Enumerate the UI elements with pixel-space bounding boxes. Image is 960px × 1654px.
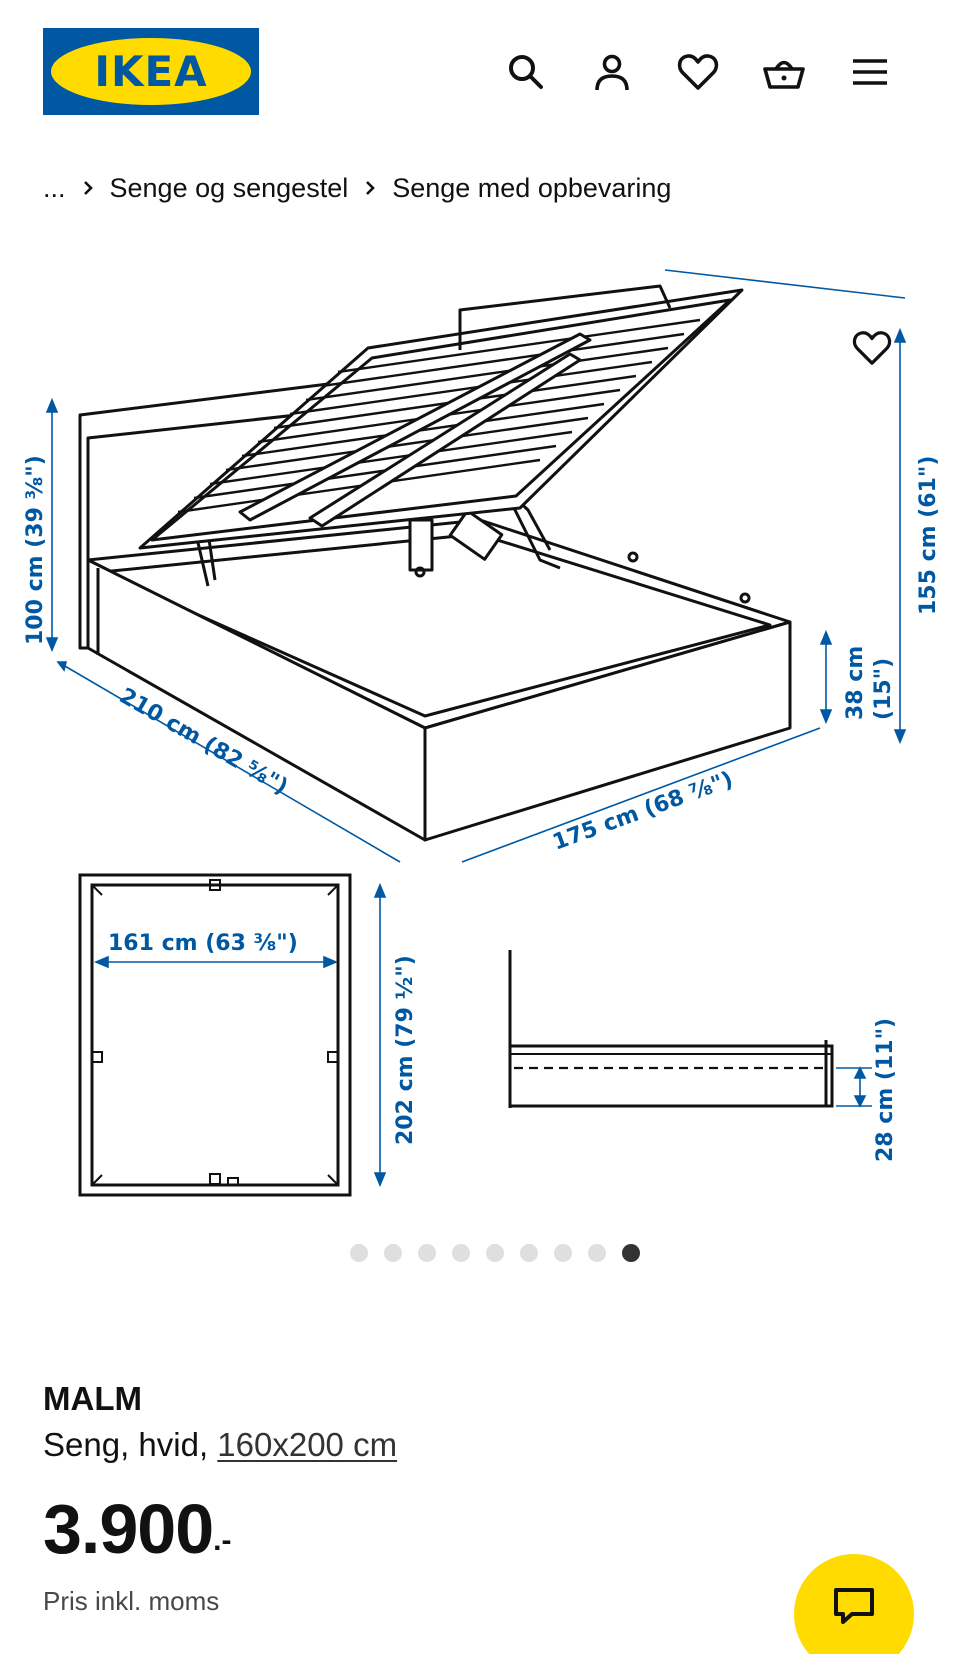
breadcrumb-ellipsis[interactable]: ... xyxy=(43,172,66,203)
account-button[interactable] xyxy=(588,48,636,96)
search-button[interactable] xyxy=(502,48,550,96)
dimension-frame-height-cm: 38 cm xyxy=(843,646,868,720)
basket-icon xyxy=(763,60,805,89)
breadcrumb-item-storage-beds[interactable]: Senge med opbevaring xyxy=(392,172,672,203)
gallery-dot[interactable] xyxy=(452,1244,470,1262)
dimension-inner-width: 161 cm (63 ⅜") xyxy=(108,931,298,956)
menu-button[interactable] xyxy=(846,48,894,96)
breadcrumb: ... Senge og sengestel Senge med opbevar… xyxy=(43,168,671,208)
product-info: MALM Seng, hvid, 160x200 cm 3.900 .- Pri… xyxy=(43,1380,397,1617)
account-icon xyxy=(595,54,629,91)
logo-oval xyxy=(51,38,251,105)
price-note: Pris inkl. moms xyxy=(43,1586,220,1616)
gallery-dot[interactable] xyxy=(622,1244,640,1262)
wishlist-button[interactable] xyxy=(674,48,722,96)
chevron-right-icon xyxy=(82,179,94,197)
heart-icon xyxy=(852,331,892,365)
bed-dimension-drawing: 100 cm (39 ⅜") 210 cm (82 ⅝") 175 cm (68… xyxy=(23,269,941,1197)
product-type: Seng, hvid, xyxy=(43,1426,209,1463)
gallery-dot[interactable] xyxy=(520,1244,538,1262)
product-price: 3.900 .- xyxy=(43,1494,397,1564)
price-suffix: .- xyxy=(213,1524,232,1557)
product-image-gallery[interactable]: 100 cm (39 ⅜") 210 cm (82 ⅝") 175 cm (68… xyxy=(0,250,960,1250)
chevron-right-icon xyxy=(364,179,376,197)
product-name: MALM xyxy=(43,1380,142,1417)
dimension-height-headboard: 100 cm (39 ⅜") xyxy=(23,455,48,645)
breadcrumb-item-beds[interactable]: Senge og sengestel xyxy=(109,172,349,203)
logo-text: IKEA xyxy=(94,47,208,96)
registered-mark: ® xyxy=(241,48,249,59)
menu-icon xyxy=(853,59,887,85)
dimension-frame-height-in: (15") xyxy=(871,658,896,720)
dimension-inner-length: 202 cm (79 ½") xyxy=(393,955,418,1145)
gallery-dot[interactable] xyxy=(350,1244,368,1262)
basket-button[interactable] xyxy=(760,48,808,96)
gallery-dot[interactable] xyxy=(486,1244,504,1262)
header: IKEA ® xyxy=(0,0,960,140)
gallery-dot[interactable] xyxy=(384,1244,402,1262)
dimension-underbed-height: 28 cm (11") xyxy=(873,1018,898,1162)
product-size-link[interactable]: 160x200 cm xyxy=(217,1426,398,1463)
gallery-dot[interactable] xyxy=(554,1244,572,1262)
chat-icon xyxy=(834,1588,874,1624)
search-icon xyxy=(509,55,543,89)
product-description: Seng, hvid, 160x200 cm xyxy=(43,1426,397,1464)
dimension-height-open: 155 cm (61") xyxy=(916,456,941,615)
ikea-logo[interactable]: IKEA ® xyxy=(43,28,259,115)
heart-icon xyxy=(677,54,719,90)
gallery-dot[interactable] xyxy=(588,1244,606,1262)
price-amount: 3.900 xyxy=(43,1490,214,1568)
gallery-dot[interactable] xyxy=(418,1244,436,1262)
gallery-pagination xyxy=(0,1244,960,1268)
add-to-wishlist-button[interactable] xyxy=(848,324,896,372)
chat-button[interactable] xyxy=(794,1554,914,1654)
